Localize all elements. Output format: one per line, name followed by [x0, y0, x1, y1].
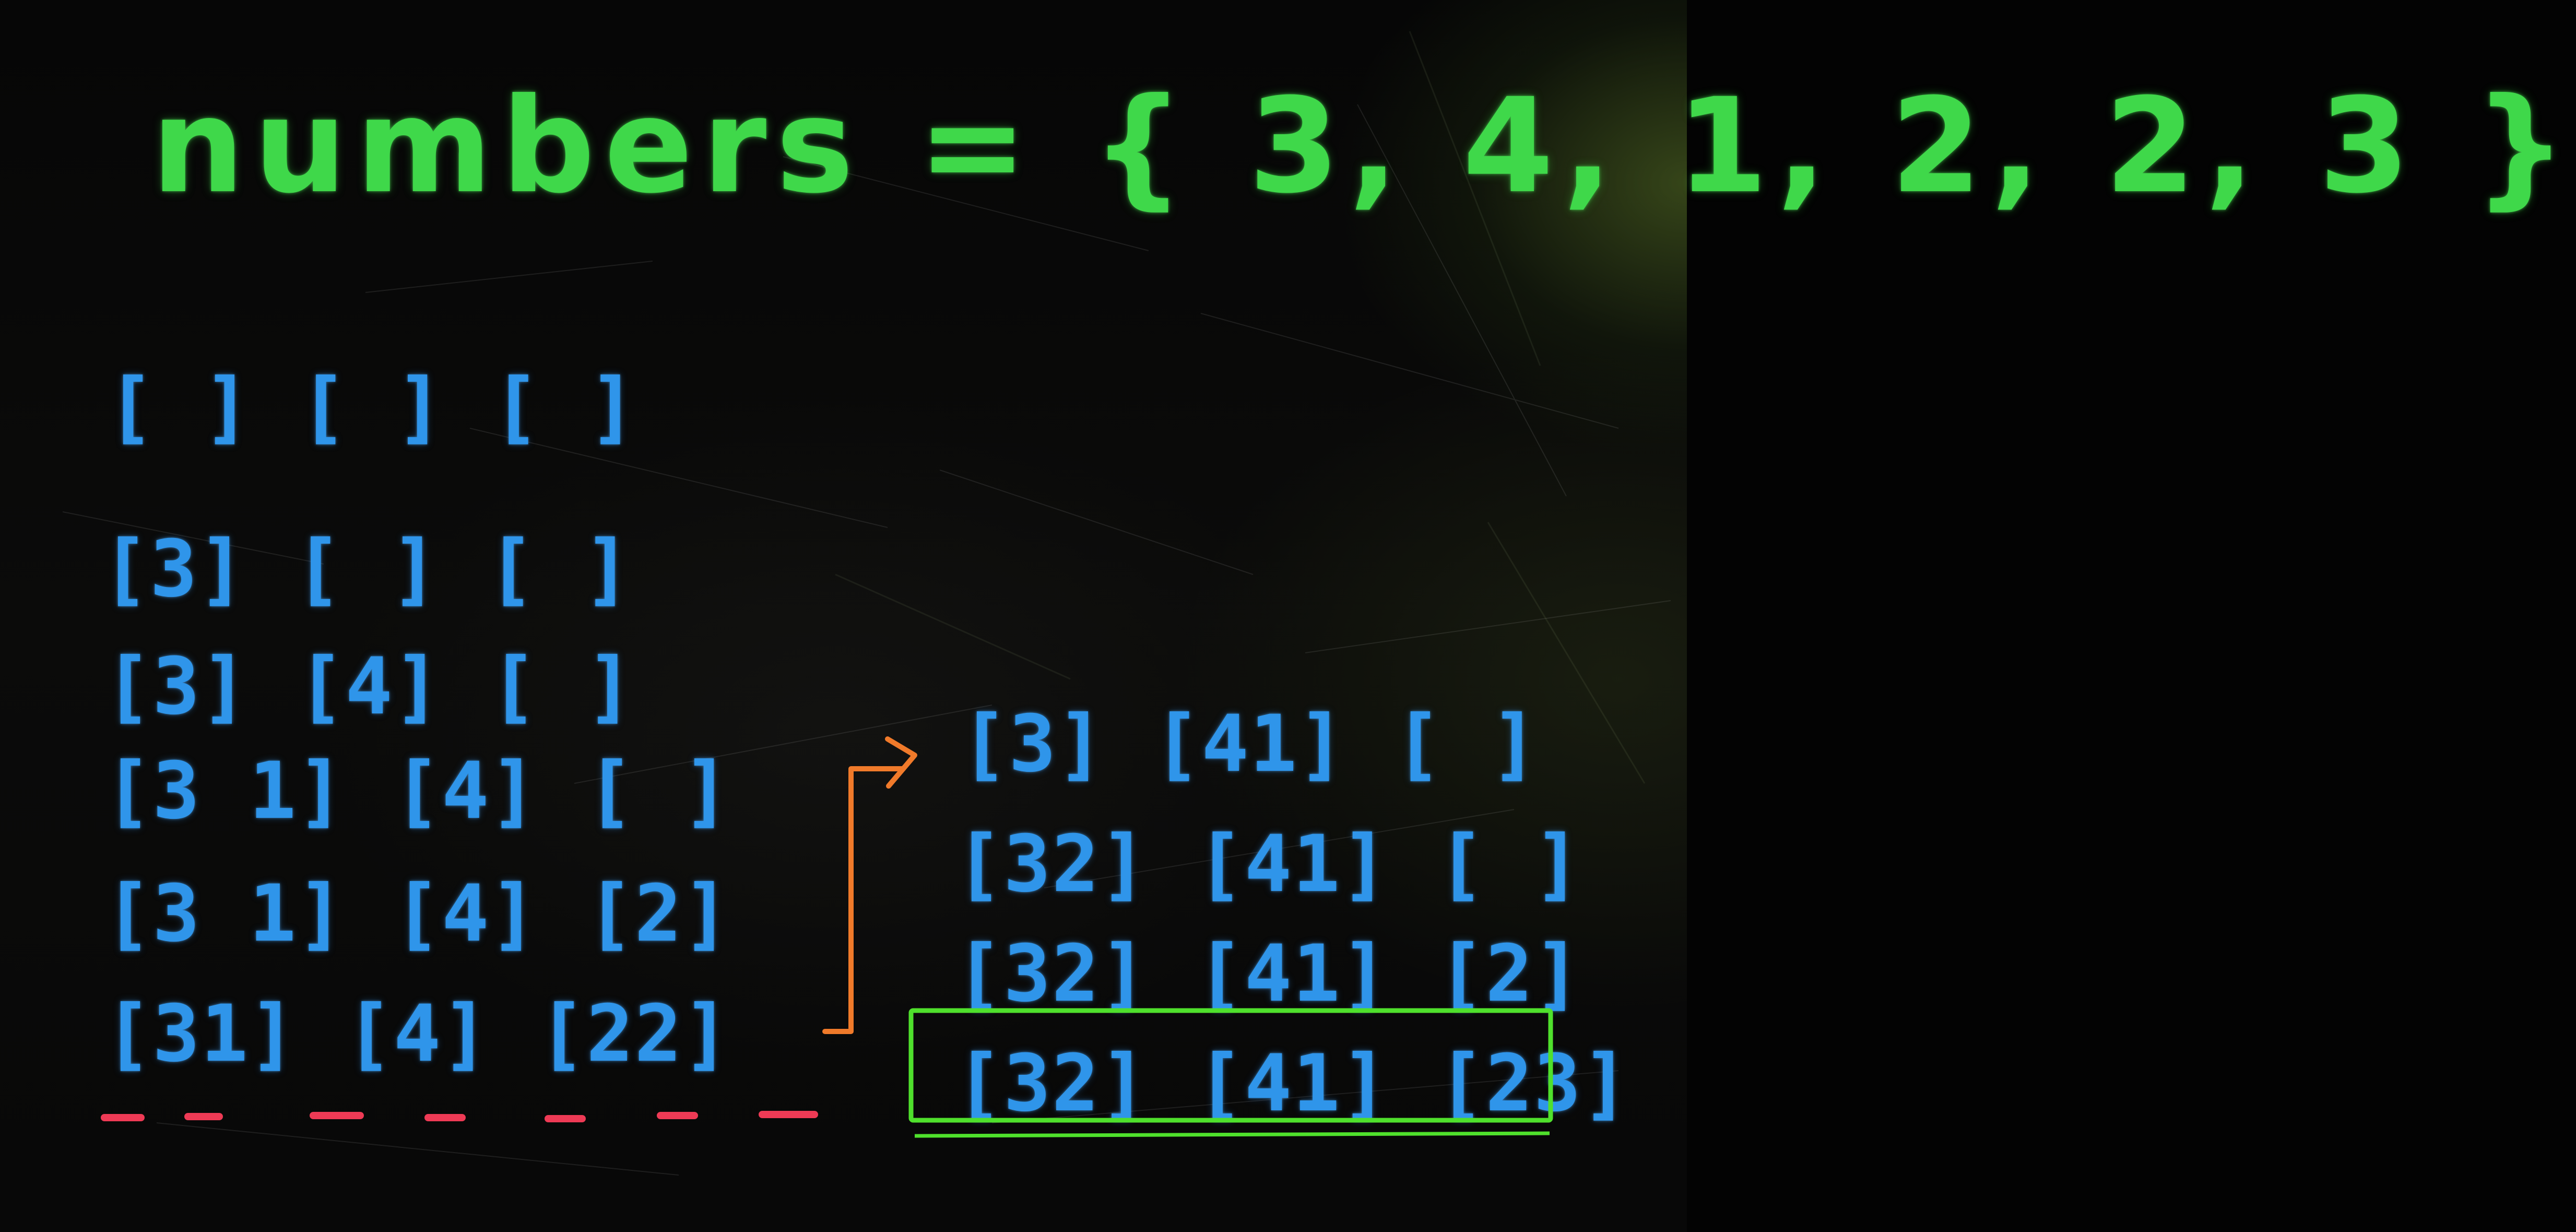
right-row-4: [32] [41] [23] — [955, 1038, 1630, 1129]
numbers-array-title: numbers = { 3, 4, 1, 2, 2, 3 } — [151, 70, 2576, 222]
orange-arrow-icon — [822, 736, 917, 1034]
result-highlight-box — [908, 1008, 1553, 1138]
dashed-baseline — [101, 1111, 818, 1122]
left-row-1: [ ] [ ] [ ] — [107, 362, 637, 453]
right-row-3: [32] [41] [2] — [955, 929, 1582, 1019]
left-row-5: [3 1] [4] [2] — [104, 869, 731, 959]
annotation-layer — [101, 736, 1553, 1138]
left-row-4: [3 1] [4] [ ] — [104, 746, 731, 837]
right-row-1: [3] [41] [ ] — [961, 699, 1539, 790]
chalk-scratches — [62, 31, 1671, 1176]
left-row-2: [3] [ ] [ ] — [102, 524, 632, 615]
right-row-2: [32] [41] [ ] — [955, 819, 1582, 910]
left-row-6: [31] [4] [22] — [104, 989, 731, 1080]
left-row-3: [3] [4] [ ] — [104, 641, 635, 732]
